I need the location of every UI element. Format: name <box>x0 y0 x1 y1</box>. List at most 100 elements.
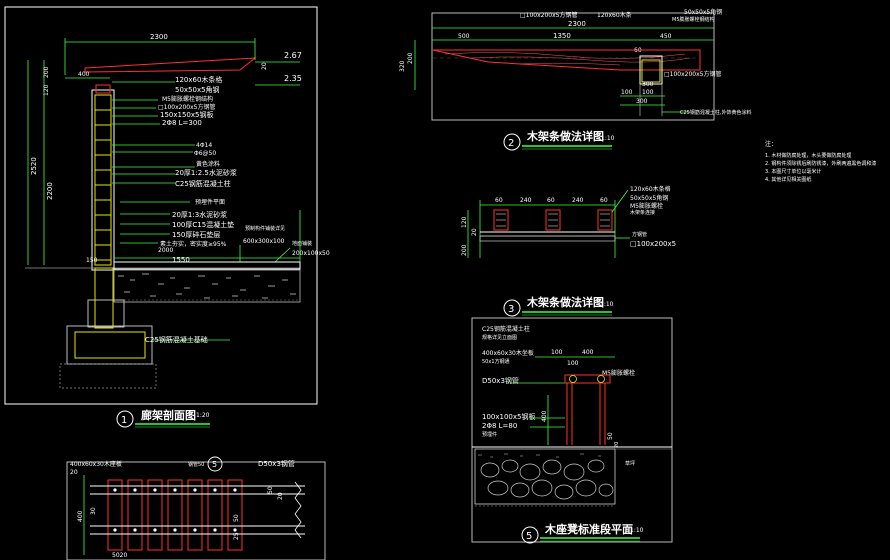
column-rebar-ties <box>95 109 111 261</box>
s3-label-tube: 方钢管 <box>632 231 647 238</box>
s2-dim-300a: 300 <box>642 81 654 88</box>
note-line-2: 2. 钢构件须除锈后刷防锈漆，外刷两遍黑色调和漆 <box>765 160 876 167</box>
s2-dim-300b: 300 <box>636 98 648 105</box>
level-mid: 2.35 <box>284 74 302 83</box>
s3-dim-60a: 60 <box>495 197 503 204</box>
s3-label-bolt: M5膨胀螺栓 <box>630 202 663 210</box>
elev-dim-25: 25 <box>233 532 240 540</box>
label-angle-steel: 50x50x5角钢 <box>175 85 220 94</box>
section-1-number: 1 <box>121 415 127 426</box>
elev-dim-30: 30 <box>90 507 97 515</box>
s2-dim-450: 450 <box>660 33 672 40</box>
s5-dim-400a: 400 <box>582 349 594 356</box>
elev-label-steel: 钢管50 <box>188 461 204 468</box>
s3-dim-240b: 240 <box>572 197 584 204</box>
dim-w-150: 150 <box>86 257 98 264</box>
label-yellow-paint: 黄色涂料 <box>196 160 220 168</box>
s5-label-anchor: 2Φ8 L=80 <box>482 422 517 430</box>
section-1-title-block: 1 廊架剖面图 1:20 <box>116 408 210 428</box>
section-3-title: 木架条做法详图 <box>526 295 604 309</box>
s5-label-tube: 50x1方钢通 <box>482 358 510 365</box>
s3-dim-60b: 60 <box>547 197 555 204</box>
s2-label-column: C25钢筋混凝土柱,外饰黄色涂料 <box>680 109 751 116</box>
s5-label-bolt: M5膨胀螺栓 <box>602 369 635 377</box>
s2-dim-100b: 100 <box>642 89 654 96</box>
s2-dim-100a: 100 <box>621 89 633 96</box>
section-3-title-block: 3 木架条做法详图 1:10 <box>503 295 614 317</box>
dim-h-2200: 2200 <box>46 182 54 200</box>
s2-dim-500: 500 <box>458 33 470 40</box>
section-3-number: 3 <box>508 304 514 315</box>
s5-label-lawn: 草坪 <box>625 460 635 467</box>
s3-dim-60c: 60 <box>600 197 608 204</box>
s3-label-tube-size: □100x200x5 <box>630 240 676 248</box>
label-square-tube: □100x200x5方钢管 <box>158 103 216 111</box>
stone-foundation <box>480 459 614 500</box>
dim-h-200: 200 <box>43 66 50 78</box>
dim-w-1550: 1550 <box>172 256 190 264</box>
label-steel-plate: 150x150x5钢板 <box>160 110 213 119</box>
elev-dim-50a: 50 <box>267 486 274 494</box>
label-concrete-column: C25钢筋混凝土柱 <box>175 179 231 188</box>
label-mortar-25: 20厚1:2.5水泥砂浆 <box>175 168 237 177</box>
s2-label-wood-strip: 120x60木条 <box>597 11 632 19</box>
s5-label-ref: 规格详见立面图 <box>482 334 517 341</box>
label-gravel: 150厚碎石垫层 <box>172 230 220 239</box>
section-2-scale: 1:10 <box>601 135 615 142</box>
label-footing: C25钢筋混凝土基础 <box>145 335 208 344</box>
section-5-title-block: 5 木座凳标准段平面 1:10 <box>521 522 644 544</box>
note-line-3: 3. 本图尺寸单位以毫米计 <box>765 168 821 175</box>
s3-label-angle: 50x50x5角钢 <box>630 194 668 202</box>
s5-label-plate: 100x100x5钢板 <box>482 412 535 421</box>
s2-label-tube-bottom: □100x200x5方钢管 <box>664 70 722 78</box>
section-1-scale: 1:20 <box>196 412 210 419</box>
elev-dim-20b: 20 <box>277 492 284 500</box>
label-paving-ref: 预制构件铺装详见 <box>245 225 285 232</box>
level-top: 2.67 <box>284 51 302 60</box>
section-3-scale: 1:10 <box>600 301 614 308</box>
label-anchor: 2Φ8 L=300 <box>162 119 202 127</box>
s2-label-bolt: M5膨胀螺栓钢结构 <box>672 16 715 23</box>
s2-dim-h-320: 320 <box>399 60 406 72</box>
s2-label-angle: 50x50x5角钢 <box>684 8 722 16</box>
s3-dim-20: 20 <box>471 228 478 236</box>
s5-label-pipe: D50x3钢管 <box>482 376 519 385</box>
general-notes: 注： 1. 木材做防腐处理，木头要做防腐处理 2. 钢构件须除锈后刷防锈漆，外刷… <box>765 140 876 183</box>
section-1-corridor-frame-section: 2300 400 2520 2200 200 120 2.67 2.35 20 <box>4 6 330 428</box>
label-m5-bolt: M5膨胀螺栓钢结构 <box>162 95 213 103</box>
section-3-wood-strip-detail: 60 240 60 240 60 120 20 200 120x60木条格 50… <box>461 185 676 317</box>
section-2-wood-strip-detail: □100x200x5方钢管 120x60木条 50x50x5角钢 M5膨胀螺栓钢… <box>399 8 751 151</box>
label-wood-grid: 120x60木条格 <box>175 75 222 84</box>
bench-elevation-panel: 400x60x30木座板 钢管50 5 D50x3钢管 20 400 30 50… <box>66 456 326 560</box>
dim-top-width: 2300 <box>150 33 168 41</box>
s3-dim-240a: 240 <box>520 197 532 204</box>
label-phi6: Φ6@50 <box>194 150 216 157</box>
label-ground-paving: 地面铺装 <box>292 240 312 247</box>
section-5-scale: 1:10 <box>630 527 644 534</box>
dim-h-2520: 2520 <box>30 157 38 175</box>
label-600x300: 600x300x100 <box>243 238 285 245</box>
s5-dim-100b: 100 <box>567 360 579 367</box>
s5-dim-400b: 400 <box>541 410 548 422</box>
label-c15-pad: 100厚C15混凝土垫 <box>172 220 234 229</box>
section-5-number: 5 <box>526 531 532 542</box>
s5-label-column: C25钢筋混凝土柱 <box>482 325 530 333</box>
notes-heading: 注： <box>765 140 777 148</box>
s3-label-joint: 木架条连接 <box>630 209 655 216</box>
s3-dim-200: 200 <box>461 244 468 256</box>
label-mortar-3: 20厚1:3水泥砂浆 <box>172 210 227 219</box>
gravel-layer <box>113 269 301 303</box>
section-5-title: 木座凳标准段平面 <box>544 522 633 536</box>
section-2-title: 木架条做法详图 <box>526 129 604 143</box>
elev-label-seatboard: 400x60x30木座板 <box>70 460 122 468</box>
section-1-title: 廊架剖面图 <box>141 408 196 422</box>
section-2-number: 2 <box>508 138 514 149</box>
section-1-labels: 120x60木条格 50x50x5角钢 M5膨胀螺栓钢结构 □100x200x5… <box>112 75 330 268</box>
bolt-heads <box>113 488 237 532</box>
elev-ref-number: 5 <box>212 460 217 469</box>
note-line-1: 1. 木材做防腐处理，木头要做防腐处理 <box>765 152 851 159</box>
label-embed-plan: 预埋件平面 <box>195 198 225 206</box>
label-200x100: 200x100x50 <box>292 250 330 257</box>
dim-left-400: 400 <box>78 71 90 78</box>
elev-label-pipe: D50x3钢管 <box>258 459 295 468</box>
